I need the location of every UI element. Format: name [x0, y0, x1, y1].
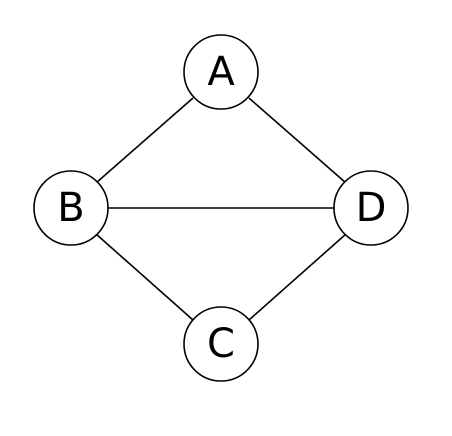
node-b: B	[33, 170, 109, 246]
edge-a-b	[95, 97, 194, 184]
node-d: D	[333, 170, 409, 246]
edges	[95, 97, 347, 321]
node-c-label: C	[207, 321, 235, 367]
node-a: A	[183, 34, 259, 110]
node-a-circle	[183, 34, 259, 110]
edge-b-c	[95, 233, 194, 321]
node-d-label: D	[356, 185, 387, 231]
node-d-circle	[333, 170, 409, 246]
edge-c-d	[248, 233, 347, 321]
node-c-circle	[183, 306, 259, 382]
node-a-label: A	[207, 49, 235, 95]
edge-a-d	[248, 97, 347, 184]
node-b-circle	[33, 170, 109, 246]
node-c: C	[183, 306, 259, 382]
node-b-label: B	[57, 185, 84, 231]
